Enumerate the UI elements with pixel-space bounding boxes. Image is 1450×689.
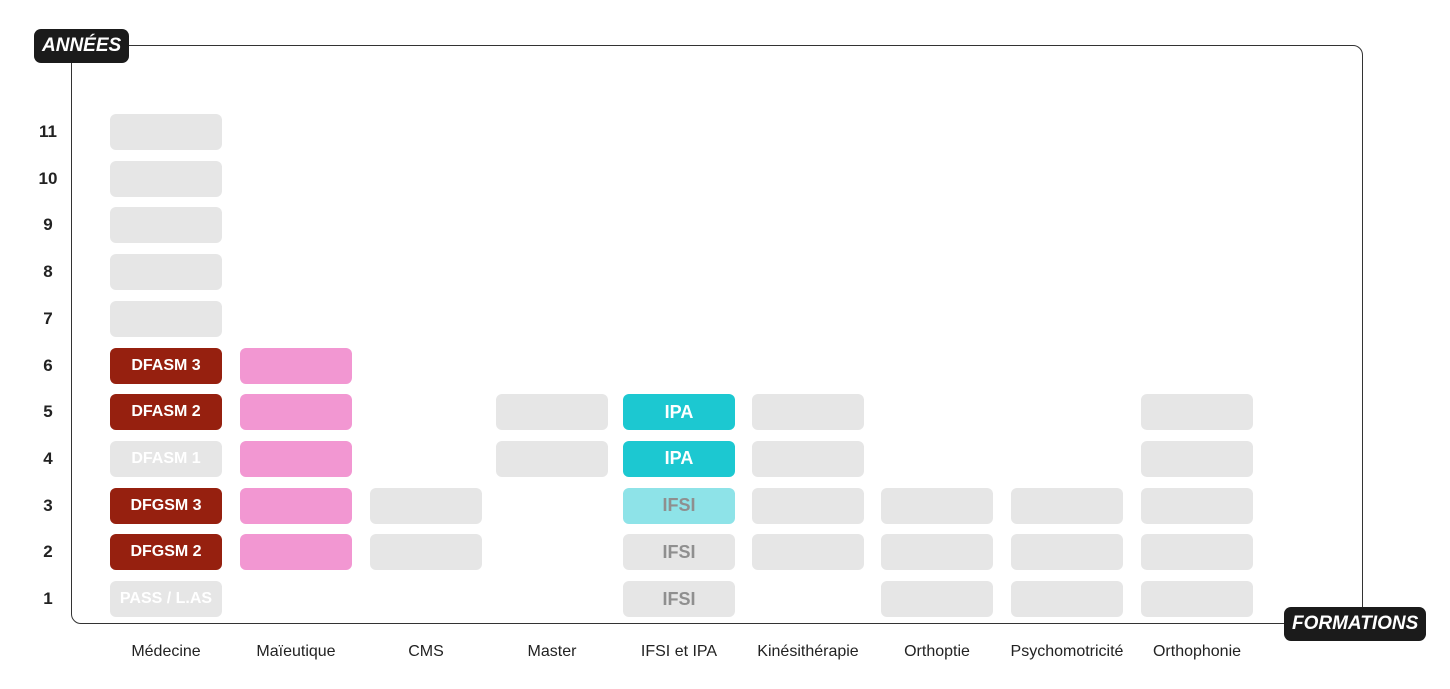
year-cell	[1141, 487, 1253, 524]
x-axis-title: FORMATIONS	[1284, 607, 1427, 641]
formation-label: Orthophonie	[1152, 643, 1242, 660]
year-cell	[496, 394, 608, 431]
formation-label: Kinésithérapie	[757, 643, 859, 660]
year-cell	[1141, 394, 1253, 431]
year-cell	[240, 394, 352, 431]
year-cell: DFASM 3	[110, 347, 222, 384]
year-cell	[110, 300, 222, 337]
year-cell: IPA	[623, 440, 735, 477]
year-cell	[370, 534, 482, 571]
year-cell	[240, 487, 352, 524]
formation-label: IFSI et IPA	[640, 643, 718, 660]
year-cell	[1141, 581, 1253, 617]
year-cell	[1141, 534, 1253, 571]
year-tick-10: 10	[38, 168, 58, 188]
year-cell	[110, 254, 222, 291]
formation-label: Psychomotricité	[1010, 643, 1124, 660]
year-cell: IFSI	[623, 487, 735, 524]
year-cell	[240, 534, 352, 571]
year-cell: DFGSM 3	[110, 487, 222, 524]
year-cell: IFSI	[623, 534, 735, 571]
year-tick-11: 11	[39, 122, 57, 141]
year-cell	[1011, 581, 1123, 617]
year-cell: PASS / L.AS	[110, 581, 222, 617]
formation-label: Orthoptie	[904, 643, 970, 660]
year-cell	[881, 534, 993, 571]
year-cell	[110, 207, 222, 244]
year-cell	[496, 440, 608, 477]
year-cell: DFGSM 2	[110, 534, 222, 571]
year-tick-6: 6	[43, 355, 53, 375]
year-tick-2: 2	[43, 542, 53, 562]
year-cell	[752, 534, 864, 571]
year-tick-7: 7	[43, 308, 53, 328]
year-cell	[240, 440, 352, 477]
year-tick-1: 1	[43, 589, 53, 608]
formation-label: CMS	[408, 643, 444, 660]
formation-label: Médecine	[131, 643, 201, 660]
year-tick-5: 5	[43, 402, 53, 422]
year-tick-4: 4	[43, 448, 53, 468]
year-cell	[881, 487, 993, 524]
year-tick-9: 9	[43, 215, 53, 235]
year-tick-3: 3	[43, 495, 53, 515]
year-cell	[370, 487, 482, 524]
year-cell	[110, 160, 222, 197]
year-cell	[881, 581, 993, 617]
year-cell	[1011, 487, 1123, 524]
y-axis-title: ANNÉES	[34, 29, 130, 63]
year-tick-8: 8	[43, 262, 53, 282]
year-cell: DFASM 1	[110, 440, 222, 477]
year-cell: IFSI	[623, 581, 735, 617]
diagram-frame	[71, 45, 1363, 624]
year-cell	[752, 487, 864, 524]
formation-label: Master	[527, 643, 577, 660]
year-cell	[1141, 440, 1253, 477]
year-cell	[752, 394, 864, 431]
year-cell: IPA	[623, 394, 735, 431]
year-cell	[110, 114, 222, 150]
year-cell	[1011, 534, 1123, 571]
year-cell	[752, 440, 864, 477]
formation-label: Maïeutique	[256, 643, 336, 660]
year-cell: DFASM 2	[110, 394, 222, 431]
year-cell	[240, 347, 352, 384]
